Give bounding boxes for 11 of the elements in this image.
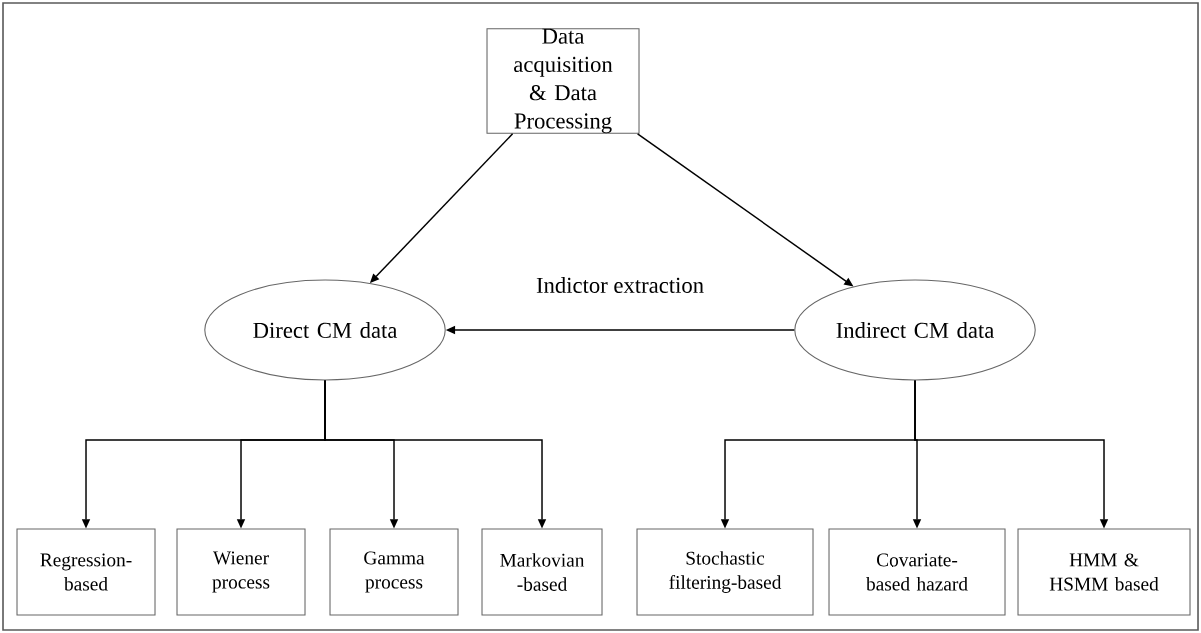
process-box: Gamma process bbox=[329, 528, 459, 616]
process-box: HMM & HSMM based bbox=[1017, 528, 1191, 616]
oval-node: Direct CM data bbox=[204, 279, 446, 381]
oval-node: Indirect CM data bbox=[794, 279, 1036, 381]
process-box: Covariate-based hazard bbox=[828, 528, 1006, 616]
edge-label: Indictor extraction bbox=[533, 274, 707, 296]
process-box: Markovian -based bbox=[481, 528, 603, 616]
process-box: Data acquisition & Data Processing bbox=[486, 28, 640, 134]
process-box: Stochastic filtering-based bbox=[636, 528, 814, 616]
process-box: Regression-based bbox=[16, 528, 156, 616]
process-box: Wiener process bbox=[176, 528, 306, 616]
